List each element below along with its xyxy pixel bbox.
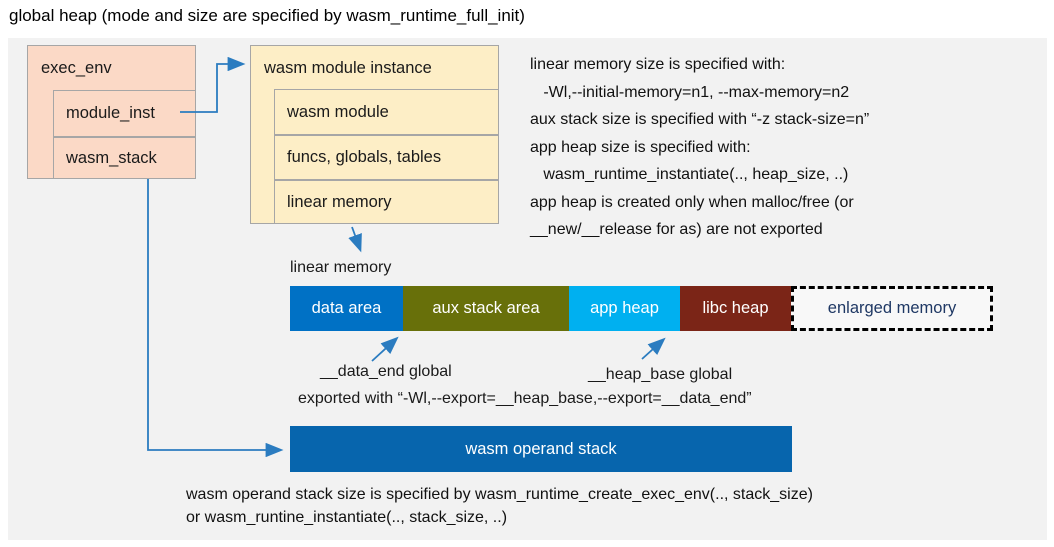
note-line: app heap size is specified with: (530, 138, 751, 156)
note-line: wasm operand stack size is specified by … (186, 486, 813, 503)
field-label: module_inst (66, 104, 155, 122)
note-line: aux stack size is specified with “-z sta… (530, 111, 870, 128)
exec-env-field-module-inst: module_inst (53, 90, 196, 137)
note-line: or wasm_runtine_instantiate(.., stack_si… (186, 509, 508, 526)
field-label: funcs, globals, tables (287, 148, 442, 166)
segment-libc-heap: libc heap (680, 286, 791, 331)
memory-size-notes: linear memory size is specified with: -W… (530, 51, 869, 244)
segment-data-area: data area (290, 286, 403, 331)
field-label: wasm module (287, 102, 389, 121)
note-line: __new/__release for as) are not exported (530, 221, 823, 238)
exec-env-field-wasm-stack: wasm_stack (53, 137, 196, 179)
linear-memory-bar: data area aux stack area app heap libc h… (290, 286, 993, 331)
note-line: linear memory size is specified with: (530, 56, 786, 73)
note-line: wasm_runtime_instantiate(.., heap_size, … (530, 166, 849, 183)
diagram-title: global heap (mode and size are specified… (9, 6, 525, 25)
module-instance-field-linear-memory: linear memory (274, 180, 499, 224)
note-line: app heap is created only when malloc/fre… (530, 193, 854, 211)
exec-env-title: exec_env (41, 59, 112, 77)
field-label: wasm_stack (66, 148, 157, 167)
module-instance-field-wasm-module: wasm module (274, 89, 499, 135)
module-instance-field-funcs-globals-tables: funcs, globals, tables (274, 135, 499, 180)
heap-base-global-label: __heap_base global (588, 366, 733, 383)
linear-memory-label: linear memory (290, 259, 392, 276)
note-line: -Wl,--initial-memory=n1, --max-memory=n2 (530, 83, 850, 101)
segment-enlarged-memory: enlarged memory (791, 286, 993, 331)
module-instance-title: wasm module instance (264, 59, 432, 77)
operand-stack-notes: wasm operand stack size is specified by … (186, 483, 813, 529)
exported-with-note: exported with “-Wl,--export=__heap_base,… (298, 390, 752, 407)
field-label: linear memory (287, 192, 392, 211)
segment-aux-stack-area: aux stack area (403, 286, 569, 331)
data-end-global-label: __data_end global (320, 363, 452, 380)
segment-app-heap: app heap (569, 286, 680, 331)
wasm-operand-stack-bar: wasm operand stack (290, 426, 792, 472)
